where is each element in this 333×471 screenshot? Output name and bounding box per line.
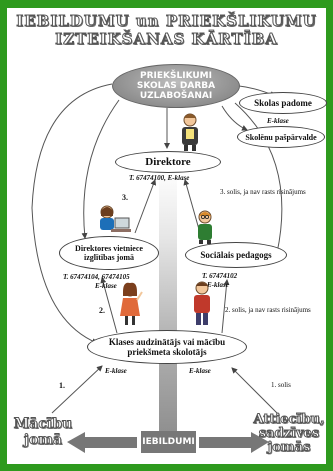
director-label: Direktore xyxy=(145,156,191,168)
social-contact-phone: T. 67474102 xyxy=(202,272,238,280)
arrow-teacher-to-social xyxy=(221,279,230,334)
arrow-deputy-to-director xyxy=(134,179,157,234)
teacher-eklase-right: E-klase xyxy=(189,367,211,375)
social-oval: Sociālais pedagogs xyxy=(185,242,287,268)
director-figure-icon xyxy=(182,113,198,151)
bottom-double-arrow xyxy=(67,432,137,453)
proposals-text: PRIEKŠLIKUMI SKOLAS DARBA UZLABOŠANAI xyxy=(136,71,216,101)
title-line-2: IZTEIKŠANAS KĀRTĪBA xyxy=(55,30,278,49)
objections-label: IEBILDUMI xyxy=(142,437,195,447)
poster: IEBILDUMU un PRIEKŠLIKUMU IZTEIKŠANAS KĀ… xyxy=(7,8,327,464)
director-contact: T. 67474100, E-klase xyxy=(129,174,190,182)
bottom-left-label: Mācību jomā xyxy=(13,416,73,449)
arrow-to-social xyxy=(234,102,283,254)
deputy-oval: Direktores vietniece izglītības jomā xyxy=(59,236,159,270)
arrow-to-student-council xyxy=(221,105,248,131)
teacher-woman-icon xyxy=(120,282,143,325)
arrow-teacher-to-deputy xyxy=(100,277,118,334)
title-line-1: IEBILDUMU un PRIEKŠLIKUMU xyxy=(16,12,317,31)
objections-bar: IEBILDUMI xyxy=(141,431,196,453)
school-council-label: Skolas padome xyxy=(254,98,312,108)
teacher-label: Klases audzinātājs vai mācību priekšmeta… xyxy=(108,337,226,357)
step-3-right: 3. solis, ja nav rasts risinājums xyxy=(220,188,306,196)
social-label: Sociālais pedagogs xyxy=(200,250,272,260)
step-1-left: 1. xyxy=(59,381,65,390)
social-figure-icon xyxy=(198,210,212,244)
teacher-man-icon xyxy=(194,281,210,325)
director-oval: Direktore xyxy=(115,151,221,173)
arrow-to-deputy xyxy=(81,99,120,239)
social-contact-eklase: E-klase xyxy=(207,281,229,289)
deputy-figure-icon xyxy=(100,205,131,232)
arrow-left-down xyxy=(31,83,113,344)
bottom-right-label: Attiecību, sadzīves jomās xyxy=(253,412,325,455)
central-pole xyxy=(159,168,177,448)
arrow-lines xyxy=(31,83,283,453)
step-2-left: 2. xyxy=(99,306,105,315)
step-2-right: 2. solis, ja nav rasts risinājums xyxy=(225,306,311,314)
step-3-left: 3. xyxy=(122,193,128,202)
teacher-eklase-left: E-klase xyxy=(105,367,127,375)
school-council-oval: Skolas padome xyxy=(239,92,327,114)
step-1-right: 1. solis xyxy=(271,381,291,389)
student-council-label: Skolēnu pašpārvalde xyxy=(245,132,317,142)
arrow-bottom-right-to-teacher xyxy=(231,367,278,414)
school-council-eklase: E-klase xyxy=(267,117,289,125)
teacher-oval: Klases audzinātājs vai mācību priekšmeta… xyxy=(87,330,247,364)
deputy-contact-eklase: E-klase xyxy=(95,282,117,290)
arrow-bottom-left-to-teacher xyxy=(51,365,103,414)
deputy-contact-phone: T. 67474104, 67474105 xyxy=(63,273,130,281)
deputy-label: Direktores vietniece izglītības jomā xyxy=(75,244,143,262)
student-council-oval: Skolēnu pašpārvalde xyxy=(237,126,325,148)
proposals-oval: PRIEKŠLIKUMI SKOLAS DARBA UZLABOŠANAI xyxy=(112,64,240,108)
